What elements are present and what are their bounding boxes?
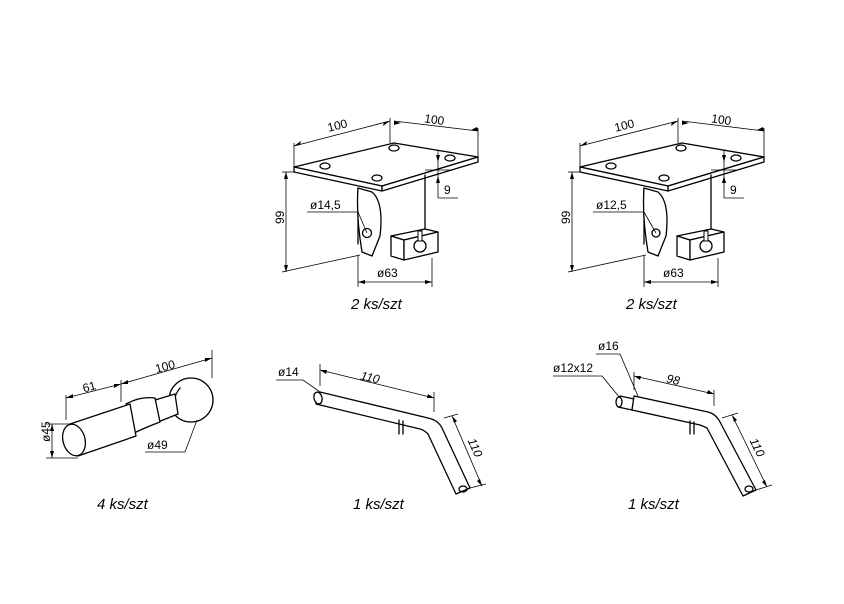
handle-total-length: 100 bbox=[154, 357, 177, 376]
bracket-b-height: 99 bbox=[559, 210, 573, 224]
rod-b-bend: 110 bbox=[747, 436, 768, 460]
rod-b-end: ø12x12 bbox=[553, 361, 593, 375]
rod-b-quantity: 1 ks/szt bbox=[628, 496, 679, 513]
handle: 61 100 ø45 ø49 bbox=[39, 350, 214, 459]
bracket-b-hole: ø12,5 bbox=[596, 198, 627, 212]
handle-quantity: 4 ks/szt bbox=[97, 496, 148, 513]
bracket-b-quantity: 2 ks/szt bbox=[626, 296, 677, 313]
rod-a-diameter: ø14 bbox=[278, 365, 299, 379]
bracket-b-base: ø63 bbox=[663, 266, 684, 280]
rod-a-bend: 110 bbox=[465, 436, 486, 459]
bracket-a-offset: 9 bbox=[444, 183, 451, 197]
bracket-a-width: 100 bbox=[326, 116, 349, 135]
handle-grip-length: 61 bbox=[81, 378, 98, 395]
rod-b-length: 98 bbox=[665, 371, 681, 388]
bracket-b: 100 100 9 99 ø12,5 bbox=[559, 111, 765, 287]
bracket-b-width: 100 bbox=[613, 116, 636, 135]
rod-b-diameter: ø16 bbox=[598, 339, 619, 353]
handle-ball: ø49 bbox=[147, 438, 168, 452]
bracket-a-base: ø63 bbox=[377, 266, 398, 280]
rod-a: ø14 110 110 bbox=[276, 364, 487, 495]
bracket-a-height: 99 bbox=[273, 210, 287, 224]
bracket-a-hole: ø14,5 bbox=[310, 198, 341, 212]
bracket-a-depth: 100 bbox=[423, 111, 445, 128]
bracket-b-depth: 100 bbox=[710, 111, 732, 128]
rod-a-length: 110 bbox=[359, 369, 381, 387]
rod-b: ø16 ø12x12 98 110 bbox=[553, 339, 773, 497]
bracket-a-quantity: 2 ks/szt bbox=[351, 296, 402, 313]
bracket-b-offset: 9 bbox=[730, 183, 737, 197]
rod-a-quantity: 1 ks/szt bbox=[353, 496, 404, 513]
handle-diameter: ø45 bbox=[39, 421, 53, 442]
bracket-a: 100 100 9 99 bbox=[273, 111, 479, 287]
